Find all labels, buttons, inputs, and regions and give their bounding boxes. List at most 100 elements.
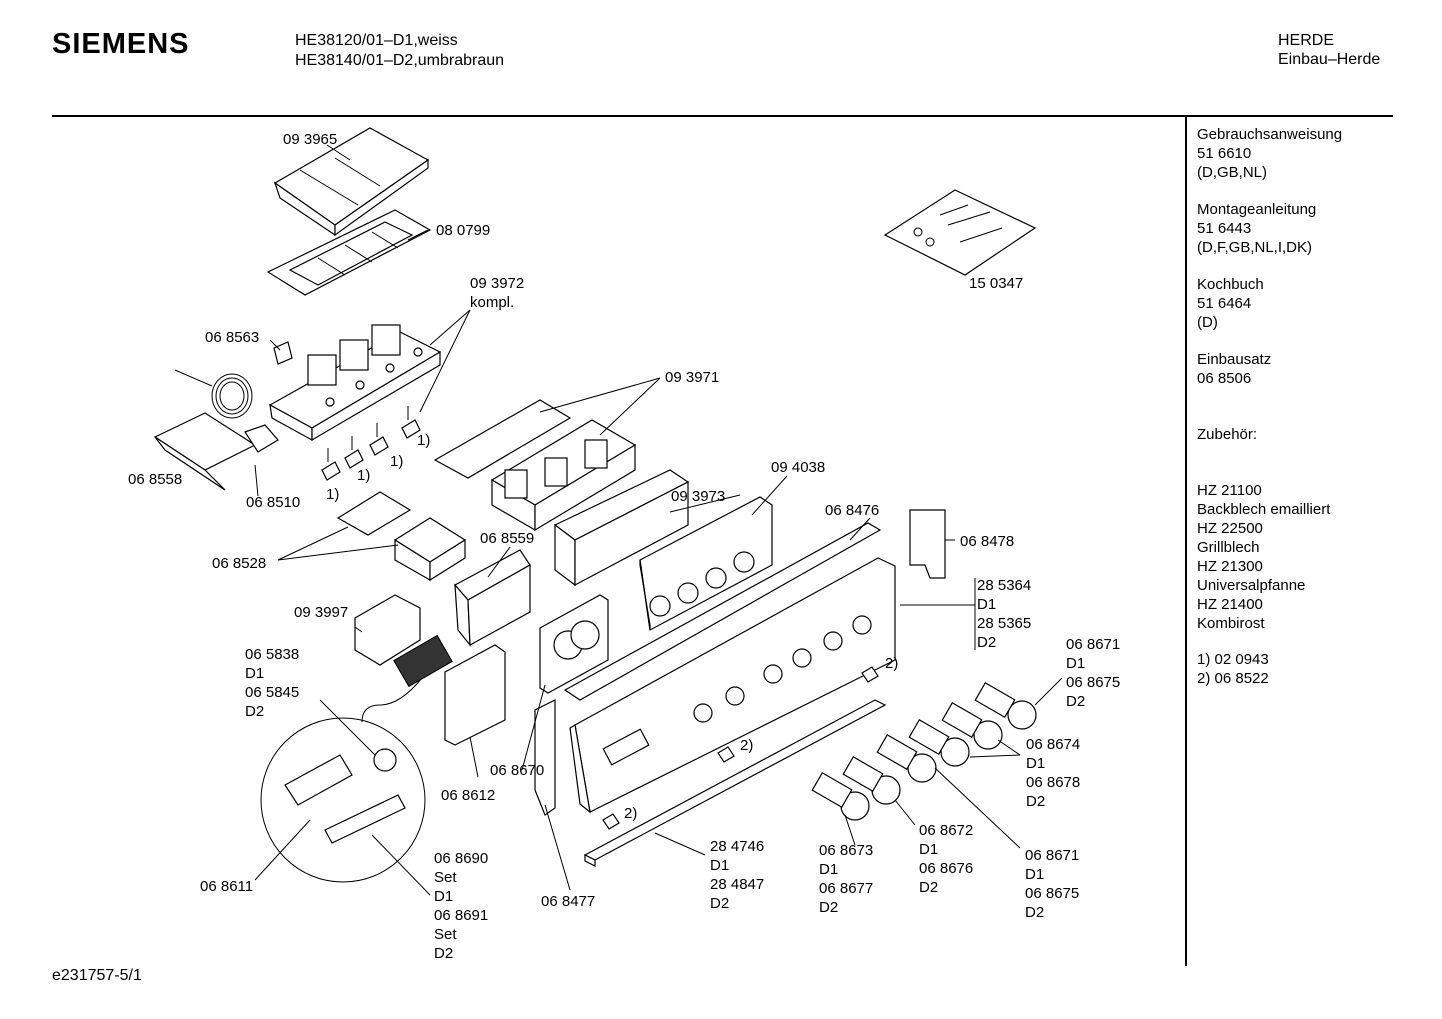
label-093972: 09 3972 [470, 275, 525, 292]
label-068690: 06 8690 [434, 850, 489, 867]
label-068671-top: 06 8671 [1066, 636, 1121, 653]
part-display-module [354, 594, 453, 688]
label-068676-variant: D2 [919, 879, 939, 896]
label-068691-variant: D2 [434, 945, 454, 962]
label-068676: 06 8676 [919, 860, 974, 877]
note-marker-2: 2) [624, 805, 638, 822]
label-068678-variant: D2 [1026, 793, 1046, 810]
label-068675-bottom-variant: D2 [1025, 904, 1045, 921]
accessories-heading: Zubehör: [1197, 426, 1258, 443]
label-068691: 06 8691 [434, 907, 489, 924]
note-marker-1: 1) [357, 467, 371, 484]
label-065845-variant: D2 [245, 703, 265, 720]
doc-langs: (D,GB,NL) [1197, 164, 1268, 181]
doc-title: Montageanleitung [1197, 201, 1317, 218]
label-068673: 06 8673 [819, 842, 874, 859]
accessory-name: Kombirost [1197, 615, 1265, 632]
footnote-1: 1) 02 0943 [1197, 651, 1269, 668]
leader-lines [254, 144, 1063, 896]
accessory-code: HZ 21100 [1197, 482, 1262, 499]
model-line-2: HE38140/01–D2,umbrabraun [295, 52, 505, 69]
doc-title: Einbausatz [1197, 351, 1272, 368]
label-068677: 06 8677 [819, 880, 874, 897]
accessory-name: Universalpfanne [1197, 577, 1306, 594]
category-info: HERDE Einbau–Herde [1278, 31, 1380, 69]
accessory-code: HZ 21400 [1197, 596, 1263, 613]
label-068563: 06 8563 [205, 329, 260, 346]
label-284847-variant: D2 [710, 895, 730, 912]
label-065845: 06 5845 [245, 684, 300, 701]
part-contacts [321, 406, 421, 481]
part-rail [583, 699, 887, 867]
part-knobs [811, 682, 1037, 821]
accessory-name: Backblech emailliert [1197, 501, 1331, 518]
label-093997: 09 3997 [294, 604, 349, 621]
label-093972-kompl: kompl. [470, 294, 515, 311]
part-screw-bag [883, 189, 1037, 276]
accessory-code: HZ 22500 [1197, 520, 1263, 537]
doc-block-1: Gebrauchsanweisung 51 6610 (D,GB,NL) [1197, 125, 1342, 182]
note-marker-2: 2) [885, 655, 899, 672]
label-284746: 28 4746 [710, 838, 765, 855]
part-knob-frame [639, 496, 773, 631]
category-line-1: HERDE [1278, 32, 1335, 49]
label-065838: 06 5838 [245, 646, 300, 663]
note-marker-1: 1) [390, 453, 404, 470]
label-284746-variant: D1 [710, 857, 730, 874]
label-285365: 28 5365 [977, 615, 1032, 632]
part-terminal-strip [153, 369, 279, 491]
model-info: HE38120/01–D1,weiss HE38140/01–D2,umbrab… [295, 31, 504, 71]
category-line-2: Einbau–Herde [1278, 51, 1381, 68]
label-068674-variant: D1 [1026, 755, 1046, 772]
label-285364-variant: D1 [977, 596, 997, 613]
label-068671-bottom-variant: D1 [1025, 866, 1045, 883]
doc-block-2: Montageanleitung 51 6443 (D,F,GB,NL,I,DK… [1197, 200, 1316, 257]
label-068478: 06 8478 [960, 533, 1015, 550]
label-284847: 28 4847 [710, 876, 765, 893]
doc-langs: (D,F,GB,NL,I,DK) [1197, 239, 1313, 256]
label-068690-variant: D1 [434, 888, 454, 905]
label-068671-bottom: 06 8671 [1025, 847, 1080, 864]
doc-langs: (D) [1197, 314, 1218, 331]
label-068559: 06 8559 [480, 530, 535, 547]
label-150347: 15 0347 [969, 275, 1024, 292]
note-marker-2: 2) [740, 737, 754, 754]
doc-number: 51 6464 [1197, 295, 1252, 312]
label-068528: 06 8528 [212, 555, 267, 572]
label-068672: 06 8672 [919, 822, 974, 839]
label-080799: 08 0799 [436, 222, 491, 239]
label-068476: 06 8476 [825, 502, 880, 519]
part-small-switch [336, 491, 467, 582]
part-clip [273, 341, 293, 365]
accessory-name: Grillblech [1197, 539, 1260, 556]
part-clips [602, 666, 879, 830]
label-093971: 09 3971 [665, 369, 720, 386]
part-tray [273, 127, 430, 237]
label-065838-variant: D1 [245, 665, 265, 682]
label-093965: 09 3965 [283, 131, 338, 148]
doc-title: Gebrauchsanweisung [1197, 126, 1343, 143]
footnotes: 1) 02 0943 2) 06 8522 [1197, 650, 1269, 688]
note-marker-1: 1) [417, 432, 431, 449]
label-285365-variant: D2 [977, 634, 997, 651]
note-marker-1: 1) [326, 486, 340, 503]
label-068690-set: Set [434, 869, 457, 886]
label-068675-top-variant: D2 [1066, 693, 1086, 710]
label-093973: 09 3973 [671, 488, 726, 505]
accessories-list: HZ 21100 Backblech emailliert HZ 22500 G… [1197, 481, 1330, 633]
detail-circle [260, 677, 426, 883]
accessories-title: Zubehör: [1197, 425, 1257, 444]
part-side-bracket-2 [534, 699, 556, 816]
doc-number: 06 8506 [1197, 370, 1252, 387]
part-switch-block [268, 324, 442, 442]
part-bracket [454, 549, 531, 647]
label-068691-set: Set [434, 926, 457, 943]
label-068612: 06 8612 [441, 787, 496, 804]
label-285364: 28 5364 [977, 577, 1032, 594]
label-068611: 06 8611 [200, 878, 254, 895]
label-068558: 06 8558 [128, 471, 183, 488]
part-knob-bracket [553, 469, 690, 587]
label-068675-bottom: 06 8675 [1025, 885, 1080, 902]
doc-block-3: Kochbuch 51 6464 (D) [1197, 275, 1264, 332]
